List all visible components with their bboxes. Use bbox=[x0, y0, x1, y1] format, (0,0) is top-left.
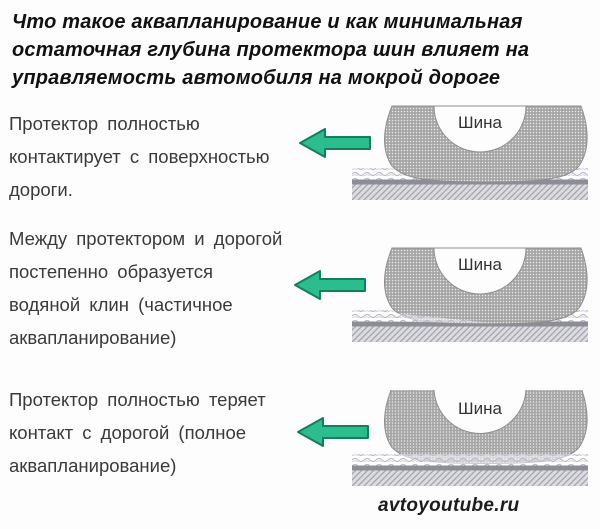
motion-arrow-icon bbox=[299, 128, 371, 158]
left-arrow-shape bbox=[299, 128, 371, 158]
description-line: дороги. bbox=[9, 179, 73, 200]
description-line: аквапланирование) bbox=[9, 327, 177, 348]
road-surface-line bbox=[352, 465, 588, 471]
title-line: управляемость автомобиля на мокрой дорог… bbox=[12, 67, 501, 89]
stage-description-partial-aquaplaning: Между протектором и дорогой постепенно о… bbox=[9, 222, 309, 354]
tire-label: Шина bbox=[458, 399, 502, 418]
water-film-under-tire bbox=[352, 454, 588, 466]
tire-label: Шина bbox=[458, 255, 502, 274]
title-line: Что такое аквапланирование и как минимал… bbox=[12, 11, 523, 33]
motion-arrow-icon bbox=[297, 417, 369, 447]
description-line: постепенно образуется bbox=[9, 261, 214, 282]
stage-description-full-contact: Протектор полностью контактирует с повер… bbox=[9, 107, 309, 206]
description-line: аквапланирование) bbox=[9, 455, 177, 476]
tire-diagram-partial-aquaplaning: Шина bbox=[352, 247, 588, 342]
description-line: Протектор полностью теряет bbox=[9, 389, 266, 410]
road-asphalt bbox=[352, 184, 588, 200]
description-line: Между протектором и дорогой bbox=[9, 228, 283, 249]
road-asphalt bbox=[352, 326, 588, 342]
stage-description-full-aquaplaning: Протектор полностью теряет контакт с дор… bbox=[9, 383, 309, 482]
left-arrow-shape bbox=[297, 417, 369, 447]
description-line: контакт с дорогой (полное bbox=[9, 422, 247, 443]
left-arrow-shape bbox=[294, 270, 366, 300]
tire-cross-section bbox=[384, 105, 588, 183]
description-line: Протектор полностью bbox=[9, 113, 200, 134]
tire-cross-section bbox=[384, 390, 588, 465]
road-asphalt bbox=[352, 470, 588, 486]
tire-cross-section bbox=[384, 247, 588, 325]
tire-label: Шина bbox=[458, 113, 502, 132]
motion-arrow-icon bbox=[294, 270, 366, 300]
description-line: водяной клин (частичное bbox=[9, 294, 233, 315]
site-watermark: avtoyoutube.ru bbox=[378, 495, 520, 516]
title-line: остаточная глубина протектора шин влияет… bbox=[12, 39, 530, 61]
tire-diagram-full-contact: Шина bbox=[352, 105, 588, 200]
page-title: Что такое аквапланирование и как минимал… bbox=[12, 8, 587, 92]
description-line: контактирует с поверхностью bbox=[9, 146, 270, 167]
water-wedge bbox=[368, 310, 492, 323]
tire-diagram-full-aquaplaning: Шина bbox=[352, 390, 588, 486]
